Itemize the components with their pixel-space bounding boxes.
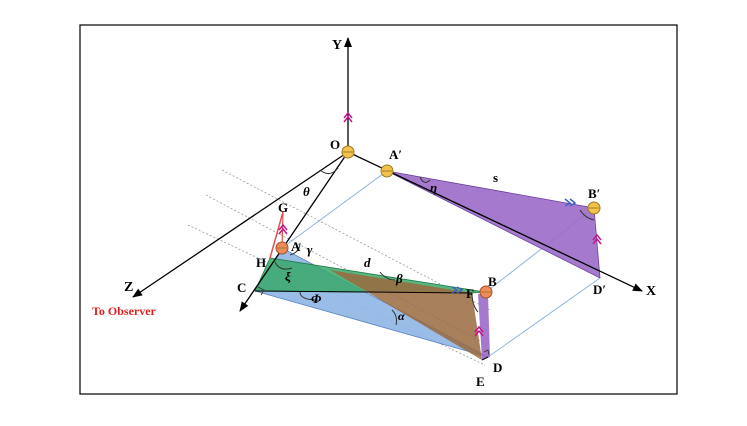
parallel-markers (278, 111, 602, 337)
label-observer: To Observer (92, 304, 157, 318)
right-angle-c (257, 286, 265, 296)
marker-b-prime (592, 233, 602, 245)
oa-line (239, 151, 349, 312)
c-line (254, 290, 473, 294)
label-eta: η (430, 180, 437, 195)
arc-eta (419, 176, 431, 183)
marker-ga (278, 223, 288, 235)
marker-bd (474, 325, 484, 337)
arc-phi (299, 291, 319, 301)
label-x: X (646, 284, 656, 299)
label-a: A (291, 239, 301, 254)
purple-plane (386, 170, 601, 279)
segment-gh (269, 211, 284, 259)
purple-side-plane (478, 294, 490, 360)
marker-af (451, 286, 464, 294)
label-e: E (476, 374, 485, 389)
angle-arcs (274, 167, 595, 326)
label-b-prime: B′ (588, 186, 600, 201)
label-d: d (364, 255, 371, 270)
arc-gamma (289, 242, 301, 256)
label-o: O (330, 137, 340, 152)
marker-y-axis (343, 111, 353, 123)
label-c: C (237, 280, 246, 295)
arc-f (471, 292, 479, 313)
label-gamma: γ (307, 242, 313, 257)
label-h: H (256, 255, 266, 270)
label-g: G (278, 200, 288, 215)
label-y: Y (332, 38, 342, 53)
label-s: s (493, 170, 498, 185)
label-phi: Φ (311, 291, 322, 306)
label-theta: θ (303, 184, 310, 199)
x-axis (347, 151, 643, 292)
label-d-prime: D′ (593, 282, 606, 297)
label-d-point: D (493, 360, 502, 375)
arc-beta (379, 271, 396, 281)
right-angle-d (483, 349, 490, 356)
arc-b-prime (579, 209, 595, 221)
arc-alpha (391, 309, 397, 326)
label-a-prime: A′ (389, 147, 402, 162)
label-alpha: α (398, 309, 405, 323)
figure-border (79, 24, 678, 395)
arc-theta (319, 167, 339, 174)
arc-xi (274, 261, 293, 270)
label-f: F (466, 286, 474, 301)
label-beta: β (395, 271, 403, 286)
z-axis (132, 151, 349, 298)
marker-a-prime-b-prime (564, 198, 577, 207)
label-z: Z (124, 280, 133, 295)
label-xi: ξ (285, 269, 291, 284)
label-b: B (488, 274, 497, 289)
ed-line (481, 356, 489, 361)
